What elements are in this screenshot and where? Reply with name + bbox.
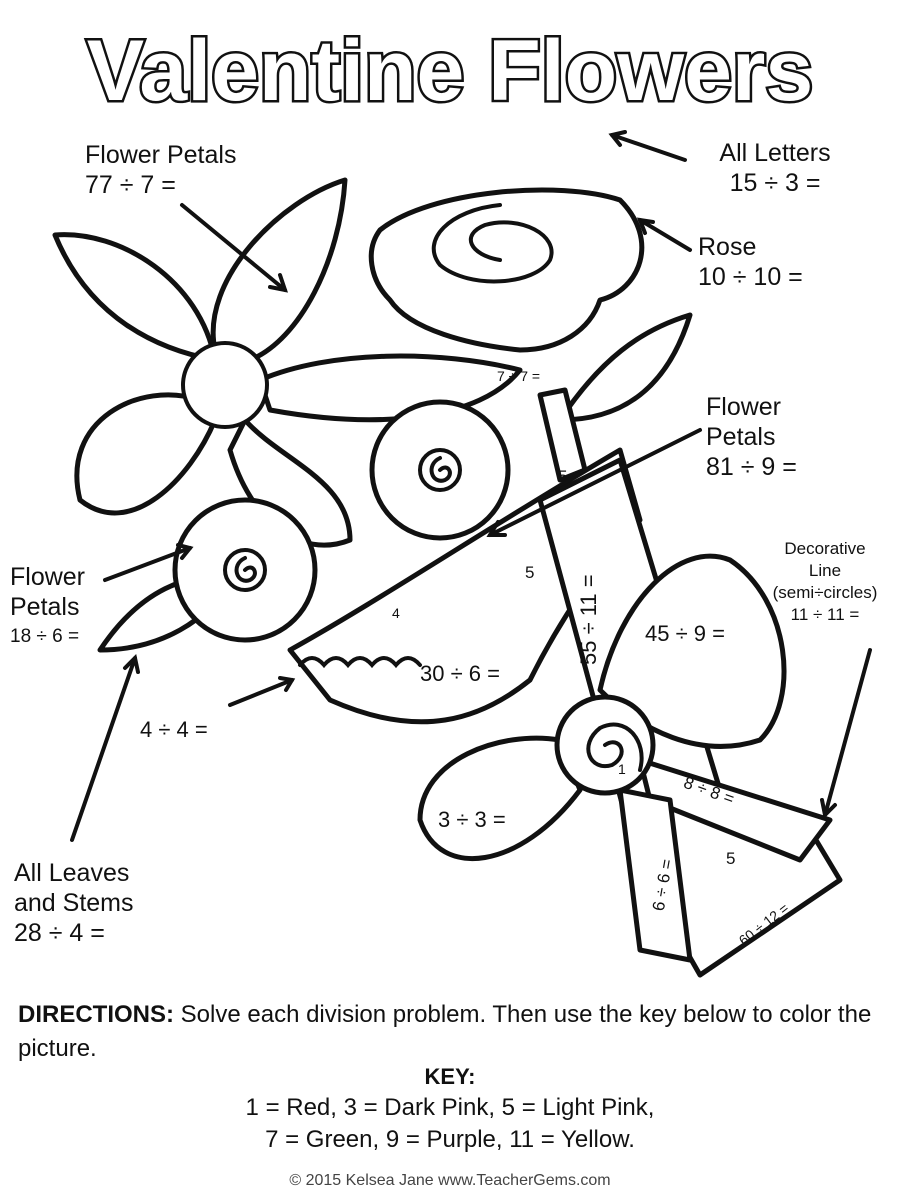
eq-stem: 7 ÷ 7 =: [497, 368, 541, 384]
num-5-b: 5: [525, 563, 535, 582]
big-flower-petal-bottom: [227, 417, 353, 548]
big-flower-petal-left: [74, 392, 218, 516]
arrow-leaves: [70, 656, 137, 842]
directions-label: DIRECTIONS:: [18, 1001, 174, 1028]
key-line-1: 1 = Red, 3 = Dark Pink, 5 = Light Pink,: [245, 1094, 655, 1121]
eq-bow-top: 45 ÷ 9 =: [645, 621, 725, 646]
big-flower-leaf: [257, 353, 523, 423]
label-leaves-stems: All Leaves and Stems 28 ÷ 4 =: [14, 859, 134, 947]
bow-tail-right: [637, 757, 833, 863]
arrow-petals-small: [103, 546, 192, 582]
eq-wrap: 30 ÷ 6 =: [420, 661, 500, 686]
rose-bloom: [368, 187, 645, 353]
decorative-semicircles: [298, 656, 422, 669]
title-lettering: Valentine Flowers: [84, 21, 815, 121]
key-title: KEY:: [424, 1064, 476, 1089]
eq-bow-left: 3 ÷ 3 =: [438, 807, 506, 832]
key-line-2: 7 = Green, 9 = Purple, 11 = Yellow.: [265, 1126, 635, 1153]
label-decorative-line: Decorative Line (semi÷circles) 11 ÷ 11 =: [772, 539, 878, 624]
arrow-wrap: [228, 678, 294, 707]
copyright: © 2015 Kelsea Jane www.TeacherGems.com: [289, 1172, 611, 1189]
page-title: Valentine Flowers: [87, 23, 813, 119]
directions-text: Solve each division problem. Then use th…: [18, 1001, 872, 1062]
num-1: 1: [618, 761, 626, 777]
label-flower-petals-small: Flower Petals 18 ÷ 6 =: [10, 563, 86, 647]
arrow-petals-right: [488, 428, 702, 537]
bow-loop-right: [597, 553, 787, 749]
big-flower-petal-top: [210, 177, 348, 363]
label-flower-petals-left: Flower Petals 77 ÷ 7 =: [85, 141, 237, 199]
rose-spiral: [431, 203, 554, 284]
arrow-petals-left: [180, 203, 287, 292]
label-rose: Rose 10 ÷ 10 =: [698, 233, 803, 291]
bow-tail-left: [617, 787, 693, 963]
arrow-decorative: [823, 648, 872, 817]
num-5-c: 5: [726, 849, 736, 868]
bow-loop-left: [417, 735, 583, 862]
leaf-upper-left: [52, 232, 218, 363]
leaf-right: [557, 312, 693, 423]
eq-vertical: 55 ÷ 11 =: [576, 574, 601, 665]
arrow-all-letters: [610, 133, 687, 162]
num-5-a: 5: [558, 467, 568, 486]
coloring-artwork: [52, 130, 872, 978]
directions: DIRECTIONS: Solve each division problem.…: [18, 998, 878, 1066]
num-4: 4: [392, 605, 400, 621]
big-flower-center: [181, 341, 269, 429]
bow-knot-spiral: [586, 722, 644, 772]
label-all-letters: All Letters 15 ÷ 3 =: [719, 139, 831, 197]
arrow-rose: [638, 218, 692, 252]
label-flower-petals-right: Flower Petals 81 ÷ 9 =: [706, 393, 797, 481]
eq-wrap-left: 4 ÷ 4 =: [140, 717, 208, 742]
